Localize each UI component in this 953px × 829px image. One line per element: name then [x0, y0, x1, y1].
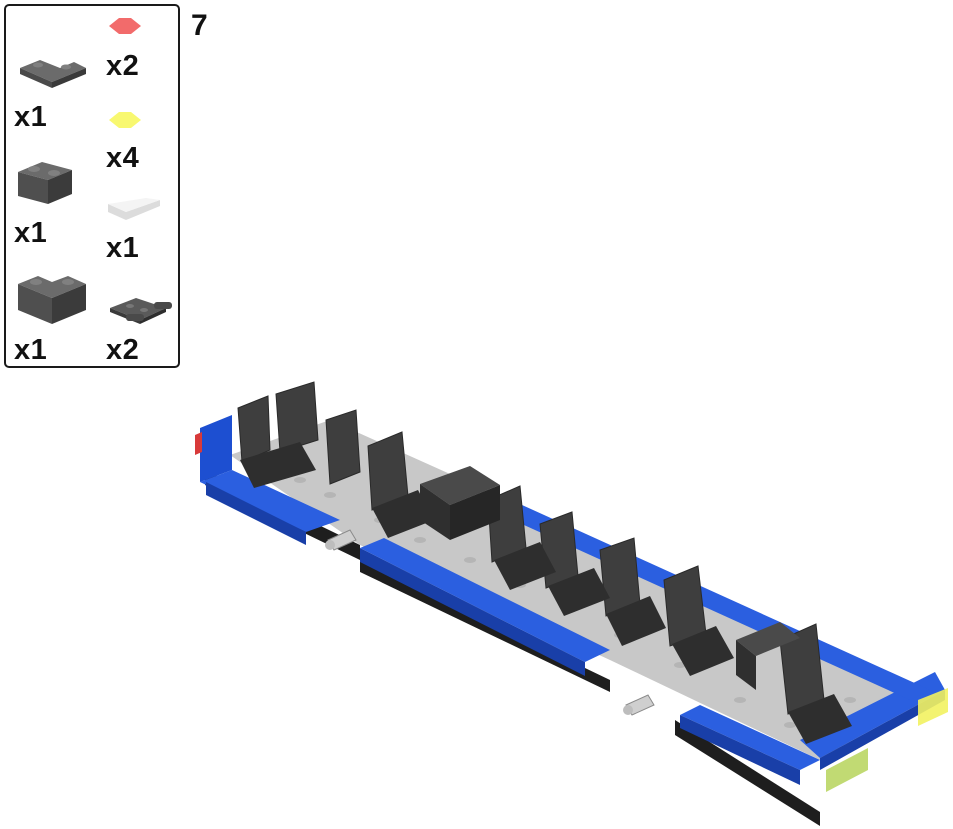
- dark-gray-l-brick-icon: [18, 276, 86, 324]
- part-quantity-4: x2: [106, 50, 140, 82]
- part-quantity-1: x1: [14, 101, 48, 133]
- part-quantity-7: x2: [106, 334, 140, 366]
- part-quantity-2: x1: [14, 217, 48, 249]
- dark-gray-plate-with-clips-icon: [110, 298, 172, 324]
- dark-gray-1x2-brick-icon: [18, 162, 72, 204]
- dark-gray-l-plate-icon: [20, 60, 86, 88]
- part-quantity-5: x4: [106, 142, 140, 174]
- train-car-chassis-model: [195, 381, 948, 826]
- part-quantity-6: x1: [106, 232, 140, 264]
- part-quantity-3: x1: [14, 334, 48, 366]
- parts-list-callout: x1 x1 x1 x2 x4 x1 x2: [4, 4, 180, 368]
- trans-red-round-tile-icon: [109, 18, 141, 34]
- white-thin-plate-icon: [108, 198, 160, 220]
- trans-yellow-round-tile-icon: [109, 112, 141, 128]
- step-number: 7: [191, 9, 208, 42]
